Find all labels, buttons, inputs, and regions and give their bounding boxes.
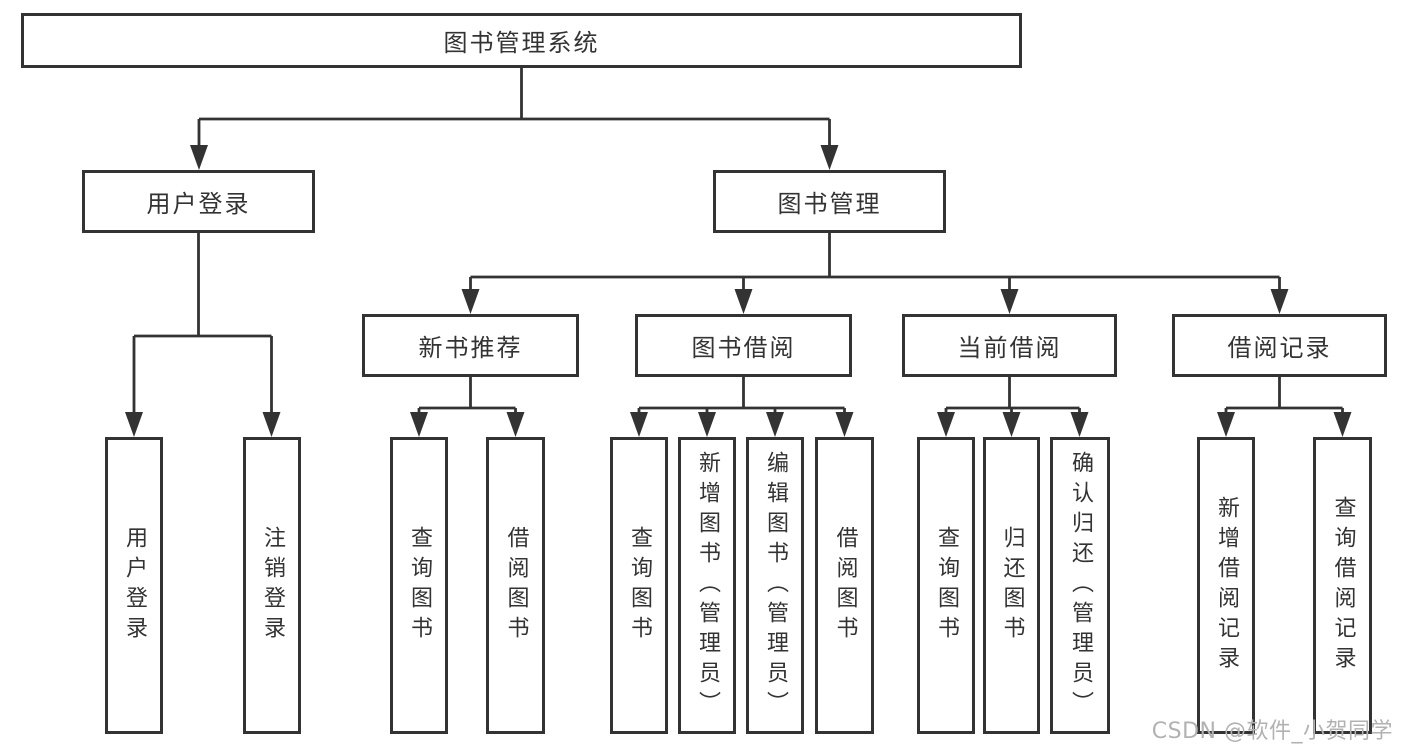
leaf-add-borrow-record: 新增借阅记录 [1197, 437, 1255, 734]
leaf-return-book: 归还图书 [983, 437, 1040, 734]
node-user-login: 用户登录 [82, 170, 315, 233]
arrowhead-icon [820, 145, 839, 170]
arrowhead-icon [262, 412, 281, 437]
node-book-management: 图书管理 [713, 170, 946, 233]
leaf-query-borrow-record: 查询借阅记录 [1313, 437, 1372, 734]
leaf-borrow-books: 借阅图书 [815, 437, 874, 734]
node-borrow-record: 借阅记录 [1172, 314, 1387, 377]
leaf-borrow-books: 借阅图书 [486, 437, 545, 734]
leaf-logout: 注销登录 [243, 437, 301, 734]
arrowhead-icon [1333, 412, 1352, 437]
arrowhead-icon [835, 412, 854, 437]
node-library-system: 图书管理系统 [21, 13, 1022, 68]
leaf-query-books: 查询图书 [610, 437, 668, 734]
arrowhead-icon [630, 412, 648, 437]
node-book-borrow: 图书借阅 [635, 314, 852, 377]
leaf-confirm-return-admin: 确认归还（管理员） [1050, 437, 1110, 734]
node-new-book-recommend: 新书推荐 [362, 314, 579, 377]
arrowhead-icon [698, 412, 716, 437]
csdn-watermark: CSDN @软件_小贺同学 [1151, 719, 1393, 744]
leaf-add-book-admin: 新增图书（管理员） [678, 437, 736, 734]
arrowhead-icon [125, 412, 143, 437]
arrowhead-icon [506, 412, 525, 437]
node-current-borrow: 当前借阅 [902, 314, 1117, 377]
leaf-query-books: 查询图书 [390, 437, 448, 734]
arrowhead-icon [1002, 412, 1021, 437]
arrowhead-icon [766, 412, 784, 437]
arrowhead-icon [1270, 289, 1289, 314]
arrowhead-icon [410, 412, 428, 437]
arrowhead-icon [190, 145, 208, 170]
arrowhead-icon [937, 412, 955, 437]
arrowhead-icon [1070, 412, 1089, 437]
leaf-user-login: 用户登录 [105, 437, 163, 734]
arrowhead-icon [1000, 289, 1019, 314]
arrowhead-icon [1217, 412, 1235, 437]
arrowhead-icon [734, 289, 753, 314]
leaf-query-books: 查询图书 [917, 437, 975, 734]
arrowhead-icon [461, 289, 480, 314]
leaf-edit-book-admin: 编辑图书（管理员） [746, 437, 804, 734]
